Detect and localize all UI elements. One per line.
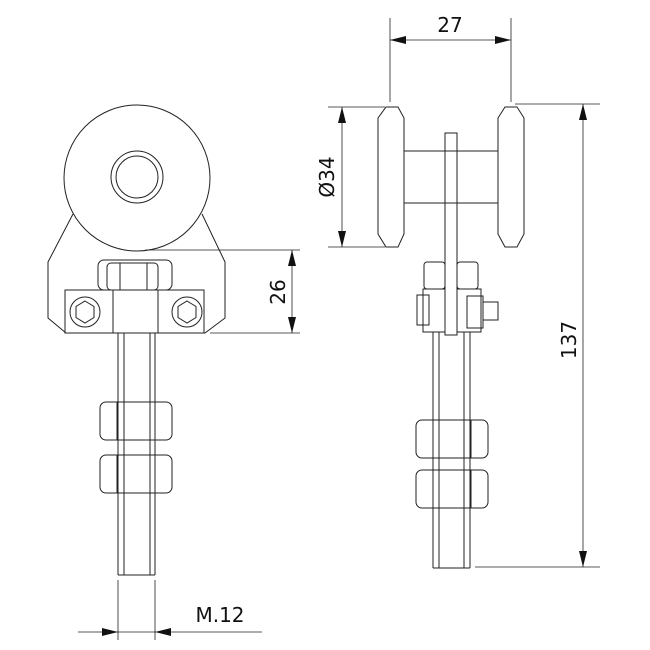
bracket-plate xyxy=(47,213,226,334)
dim-label-137: 137 xyxy=(557,321,581,359)
threaded-rod xyxy=(117,333,156,576)
dim-label-27: 27 xyxy=(437,13,462,37)
lock-nut-1 xyxy=(99,401,173,441)
side-view xyxy=(377,106,525,569)
dim-label-m12: M.12 xyxy=(195,603,244,627)
side-plate xyxy=(444,132,458,336)
dimension-27: 27 xyxy=(389,13,512,102)
side-top-nut-right xyxy=(456,261,479,290)
top-nut xyxy=(106,262,159,291)
front-view xyxy=(47,104,226,576)
dimension-26: 26 xyxy=(145,249,300,334)
hex-bolt-left xyxy=(69,296,101,328)
side-top-nut-left xyxy=(423,261,446,290)
side-clamp-left xyxy=(422,288,446,333)
side-clamp-right xyxy=(456,288,482,333)
dimension-diameter-34: Ø34 xyxy=(315,106,385,248)
hub-inner xyxy=(115,155,159,199)
hex-bolt-right xyxy=(171,296,203,328)
side-lock-nut-1 xyxy=(415,419,489,459)
wheel-left xyxy=(377,106,405,248)
dimension-m12: M.12 xyxy=(78,580,262,640)
hub-outer xyxy=(110,150,164,204)
dim-label-26: 26 xyxy=(266,279,290,304)
side-lock-nut-2 xyxy=(415,469,489,509)
dimension-137: 137 xyxy=(475,103,600,568)
wheel xyxy=(63,104,211,252)
lock-nut-2 xyxy=(99,454,173,494)
bolt-tip xyxy=(482,301,499,321)
top-nut-housing xyxy=(97,259,173,291)
side-threaded-rod xyxy=(432,332,471,569)
wheel-right xyxy=(497,106,525,248)
dim-label-diameter-34: Ø34 xyxy=(315,156,339,197)
